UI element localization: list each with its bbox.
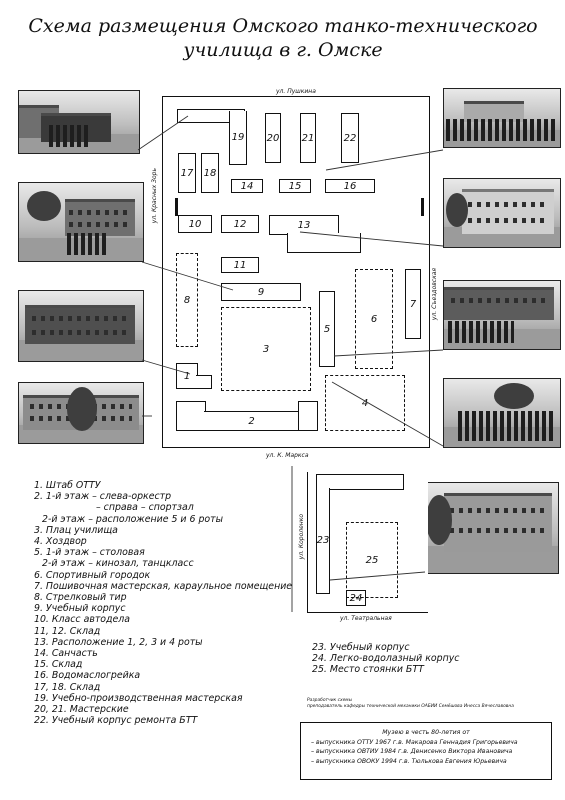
legend-item: 1. Штаб ОТТУ xyxy=(34,480,101,491)
legend-item: 16. Водомаслогрейка xyxy=(34,670,141,682)
street-top: ул. Пушкина xyxy=(276,88,316,95)
building-14: 14 xyxy=(231,179,263,193)
legend-item: – справа – спортзал xyxy=(96,502,194,514)
museum-line: – выпускника ОВТИУ 1984 г.в. Денисенко В… xyxy=(311,748,513,755)
legend-item: 23. Учебный корпус xyxy=(312,642,410,653)
building-23-top xyxy=(316,474,404,490)
legend-item: 13. Расположение 1, 2, 3 и 4 роты xyxy=(34,636,203,648)
building-20: 20 xyxy=(265,113,281,163)
building-10: 10 xyxy=(178,215,212,233)
legend-item: 24. Легко-водолазный корпус xyxy=(312,653,460,665)
building-22: 22 xyxy=(341,113,359,163)
legend-item: 6. Спортивный городок xyxy=(34,569,151,581)
building-23: 23 xyxy=(316,488,330,594)
building-9: 9 xyxy=(221,283,301,301)
sports-ground-6: 6 xyxy=(355,269,393,369)
annex-map: 23 24 25 xyxy=(307,472,428,613)
museum-title: Музею в честь 80-летия от xyxy=(382,729,470,736)
legend-item: 5. 1-й этаж – столовая xyxy=(34,547,145,559)
page-title: Схема размещения Омского танко-техническ… xyxy=(18,14,548,62)
building-12: 12 xyxy=(221,215,259,233)
author-note-line: Разработчик схемы xyxy=(307,698,353,703)
legend-item: 8. Стрелковый тир xyxy=(34,592,127,604)
photo-building-1 xyxy=(18,182,144,262)
legend-item: 10. Класс автодела xyxy=(34,614,131,626)
legend-item: 20, 21. Мастерские xyxy=(34,704,129,716)
legend-item: 2-й этаж – кинозал, танцкласс xyxy=(42,558,194,570)
gate-left xyxy=(175,198,178,216)
photo-building-2 xyxy=(18,290,144,362)
building-5: 5 xyxy=(319,291,335,367)
campus-map: 19 20 21 22 17 18 14 15 16 10 12 13 11 8… xyxy=(162,96,430,448)
utility-yard-4: 4 xyxy=(325,375,405,431)
legend-item: 9. Учебный корпус xyxy=(34,603,126,615)
building-8: 8 xyxy=(176,253,198,347)
building-13-wing xyxy=(287,233,361,253)
photo-formation-2 xyxy=(443,280,561,350)
author-note: Разработчик схемы преподаватель кафедры … xyxy=(307,698,537,710)
photo-formation-3 xyxy=(443,378,561,448)
photo-building-3 xyxy=(18,382,144,444)
building-21: 21 xyxy=(300,113,316,163)
photo-building-5 xyxy=(425,482,559,574)
museum-line: – выпускника ОТТУ 1967 г.в. Макарова Ген… xyxy=(311,738,518,746)
building-16: 16 xyxy=(325,179,375,193)
title-line-2: училища в г. Омске xyxy=(183,39,383,61)
museum-dedication: Музею в честь 80-летия от – выпускника О… xyxy=(300,722,552,780)
building-11: 11 xyxy=(221,257,259,273)
building-1-wing xyxy=(196,375,212,389)
building-15: 15 xyxy=(279,179,311,193)
legend-item: 11, 12. Склад xyxy=(34,625,101,637)
street-bottom: ул. К. Маркса xyxy=(266,452,309,459)
building-17: 17 xyxy=(178,153,196,193)
title-line-1: Схема размещения Омского танко-техническ… xyxy=(28,15,538,37)
parade-ground-3: 3 xyxy=(221,307,311,391)
gate-right xyxy=(421,198,424,216)
building-2-right xyxy=(298,401,318,431)
parking-25: 25 xyxy=(346,522,398,598)
legend-item: 17, 18. Склад xyxy=(34,681,101,693)
legend-item: 2-й этаж – расположение 5 и 6 роты xyxy=(42,513,224,525)
building-2-left xyxy=(176,401,206,431)
legend-annex: 23. Учебный корпус 24. Легко-водолазный … xyxy=(312,642,459,676)
building-7: 7 xyxy=(405,269,421,339)
photo-building-4 xyxy=(443,178,561,248)
street-annex-bottom: ул. Театральная xyxy=(340,615,392,622)
legend-item: 3. Плац училища xyxy=(34,524,118,536)
legend-item: 2. 1-й этаж – слева-оркестр xyxy=(34,491,172,503)
building-24: 24 xyxy=(346,590,366,606)
photo-tank-crane xyxy=(18,90,140,154)
legend-item: 4. Хоздвор xyxy=(34,536,87,548)
building-19-wing: 19 xyxy=(229,111,247,165)
legend: 1. Штаб ОТТУ 2. 1-й этаж – слева-оркестр… xyxy=(34,480,314,726)
legend-item: 25. Место стоянки БТТ xyxy=(312,664,424,676)
photo-formation-1 xyxy=(443,88,561,148)
author-note-line: преподаватель кафедры технической механи… xyxy=(307,704,514,709)
museum-line: – выпускника ОВОКУ 1994 г.в. Тюлькова Ев… xyxy=(311,757,507,765)
legend-item: 15. Склад xyxy=(34,659,83,671)
legend-item: 7. Пошивочная мастерская, караульное пом… xyxy=(34,580,293,592)
legend-item: 19. Учебно-производственная мастерская xyxy=(34,692,243,704)
building-18: 18 xyxy=(201,153,219,193)
legend-item: 22. Учебный корпус ремонта БТТ xyxy=(34,715,198,727)
legend-item: 14. Санчасть xyxy=(34,648,98,660)
